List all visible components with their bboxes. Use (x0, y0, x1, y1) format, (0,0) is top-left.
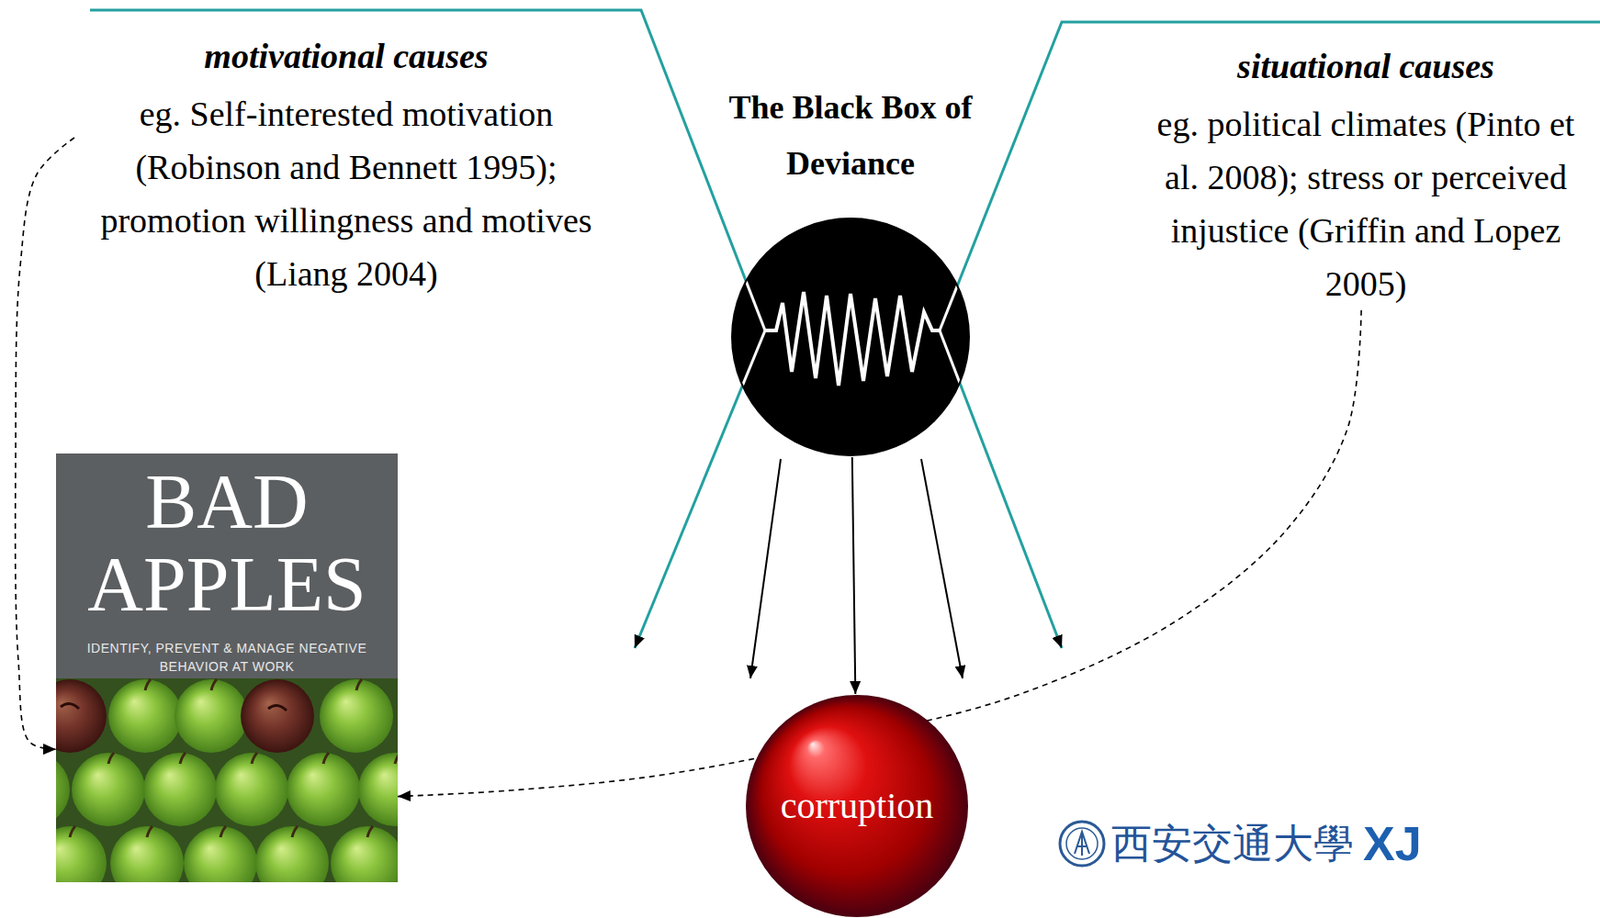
university-emblem (1074, 832, 1090, 857)
cause-text-block: motivational causeseg. Self-interested m… (74, 29, 619, 301)
apple (56, 753, 70, 827)
rotten-apple (240, 679, 315, 754)
signal-trace (634, 10, 1062, 649)
dashed-arrow (15, 137, 75, 750)
cause-description: eg. political climates (Pinto et al. 200… (1140, 97, 1591, 311)
university-name: 西安交通大學 (1111, 816, 1354, 872)
university-abbreviation-box: XJ (1363, 816, 1422, 872)
sphere-label: corruption (744, 784, 970, 829)
book-subtitle: IDENTIFY, PREVENT & MANAGE NEGATIVE BEHA… (75, 639, 379, 677)
apple (56, 826, 107, 883)
black-circle (731, 217, 970, 457)
rotten-apple (56, 679, 107, 754)
university-emblem (1066, 828, 1098, 860)
funnel-line-inner (939, 330, 1062, 649)
circle-heading: The Black Box of Deviance (712, 79, 989, 192)
apple (358, 753, 398, 827)
funnel-arrow (634, 330, 766, 649)
book-cover-band (56, 453, 398, 679)
apple-pile (56, 679, 398, 883)
apple-stem (56, 679, 398, 838)
apple (330, 826, 398, 883)
section-heading: motivational causes (74, 29, 619, 83)
section-heading: situational causes (1140, 39, 1591, 93)
black-box-circle: The Black Box of Deviance (730, 216, 971, 458)
corruption-sphere: corruption (744, 694, 970, 918)
output-arrow (750, 459, 781, 679)
output-arrow (921, 459, 963, 679)
funnel-line-inner (939, 22, 1062, 331)
rot-mark (60, 703, 287, 711)
funnel-line-inner (641, 10, 766, 331)
funnel-arrow (939, 330, 1062, 649)
book-cover: BAD APPLES IDENTIFY, PREVENT & MANAGE NEG… (56, 453, 398, 883)
cause-description: eg. Self-interested motivation (Robinson… (74, 87, 619, 301)
university-abbreviation: XJ (1363, 816, 1422, 872)
university-emblem (1059, 822, 1105, 867)
funnel-line-inner (634, 330, 766, 649)
flow-arrow (852, 457, 857, 695)
cause-text-block: situational causeseg. political climates… (1140, 39, 1591, 311)
red-sphere (745, 695, 969, 918)
funnel-line (939, 22, 1600, 331)
black-box-shape (730, 216, 971, 458)
zigzag-signal (765, 292, 940, 386)
university-name-box: 西安交通大學 (1111, 816, 1354, 872)
book-title: BAD APPLES (56, 461, 398, 627)
